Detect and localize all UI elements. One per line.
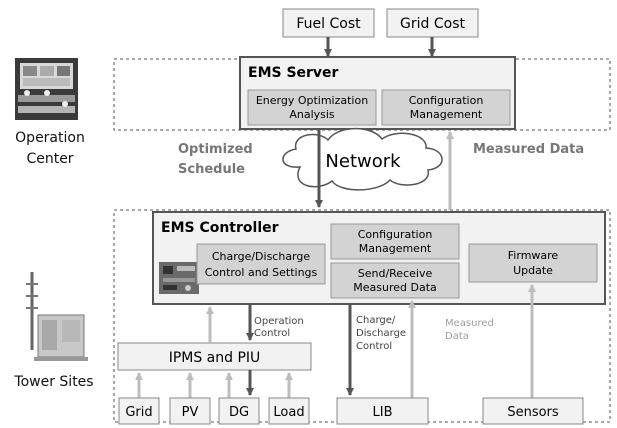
operation-control-label-line1: Operation: [254, 316, 304, 327]
measured-data-label: Measured Data: [473, 142, 584, 157]
operation-control-label-line2: Control: [254, 328, 290, 339]
ipms-piu-box: [117, 342, 312, 371]
send-receive-label-line2: Measured Data: [353, 281, 437, 294]
controller-configuration-module: [330, 223, 460, 260]
pv-device-label: PV: [182, 405, 199, 420]
fuel-cost-label: Fuel Cost: [296, 16, 361, 32]
grid-device-box: [118, 397, 160, 425]
ems-server-title: EMS Server: [248, 65, 339, 81]
charge-control-label-line3: Control: [356, 341, 392, 352]
firmware-update-label-line2: Update: [513, 264, 553, 277]
send-receive-label-line1: Send/Receive: [358, 267, 433, 280]
charge-discharge-label-line2: Control and Settings: [205, 266, 318, 279]
load-device-box: [268, 397, 310, 425]
charge-control-label-line1: Charge/: [356, 315, 396, 326]
server-configuration-module: [381, 89, 511, 126]
send-receive-module: [330, 262, 460, 299]
dg-device-box: [218, 397, 260, 425]
operation-center-label-line2: Center: [26, 151, 73, 167]
sensor-measured-label-line1: Measured: [445, 318, 494, 329]
tower-site-image: [26, 272, 88, 361]
controller-board-image: [159, 262, 199, 294]
firmware-update-module: [468, 243, 598, 283]
dg-device-label: DG: [229, 405, 249, 420]
sensors-device-label: Sensors: [507, 405, 559, 420]
operation-center-image: [15, 58, 78, 120]
grid-cost-label: Grid Cost: [400, 16, 465, 32]
sensor-measured-label-line2: Data: [445, 331, 469, 342]
controller-configuration-label-line1: Configuration: [358, 228, 433, 241]
energy-optimization-module: [247, 89, 377, 126]
tower-sites-label: Tower Sites: [13, 374, 93, 390]
ems-controller-title: EMS Controller: [161, 220, 279, 236]
grid-device-label: Grid: [125, 405, 152, 420]
energy-optimization-label-line2: Analysis: [289, 108, 335, 121]
optimized-schedule-label-line2: Schedule: [178, 162, 245, 177]
network-label: Network: [325, 151, 401, 172]
operation-center-label-line1: Operation: [15, 130, 85, 146]
lib-device-box: [336, 397, 429, 425]
lib-device-label: LIB: [373, 405, 393, 420]
charge-discharge-label-line1: Charge/Discharge: [212, 250, 311, 263]
sensors-device-box: [482, 397, 584, 425]
ipms-piu-label: IPMS and PIU: [169, 350, 261, 366]
server-configuration-label-line1: Configuration: [409, 94, 484, 107]
optimized-schedule-label-line1: Optimized: [178, 142, 253, 157]
pv-device-box: [169, 397, 211, 425]
energy-optimization-label-line1: Energy Optimization: [256, 94, 368, 107]
server-configuration-label-line2: Management: [410, 108, 483, 121]
fuel-cost-box: [282, 8, 375, 38]
network-cloud: [282, 127, 443, 191]
charge-discharge-module: [196, 243, 326, 285]
firmware-update-label-line1: Firmware: [508, 249, 559, 262]
controller-configuration-label-line2: Management: [359, 242, 432, 255]
load-device-label: Load: [273, 405, 304, 420]
grid-cost-box: [386, 8, 479, 38]
charge-control-label-line2: Discharge: [356, 328, 406, 339]
